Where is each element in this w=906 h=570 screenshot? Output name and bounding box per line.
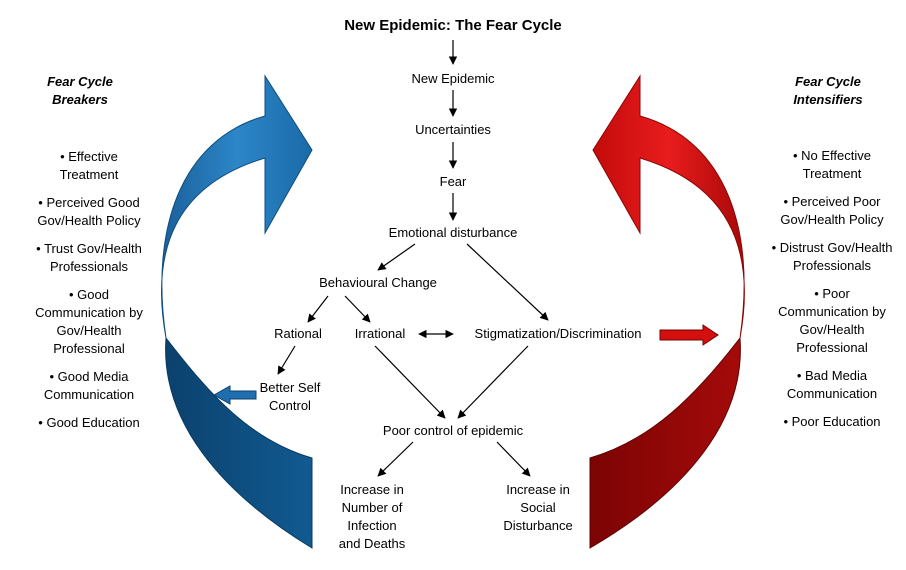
intensifiers-title-line1: Fear Cycle bbox=[795, 74, 861, 89]
intensifiers-title-line2: Intensifiers bbox=[793, 92, 863, 107]
arrow-stigma-to-poor-control bbox=[457, 345, 529, 419]
breakers-title: Fear Cycle Breakers bbox=[20, 73, 140, 109]
node-fear: Fear bbox=[439, 174, 467, 189]
intensifiers-title: Fear Cycle Intensifiers bbox=[768, 73, 888, 109]
node-stigmatization: Stigmatization/Discrimination bbox=[474, 326, 642, 341]
arrow-poor-control-to-infection bbox=[377, 441, 414, 477]
breaker-item: • Effective Treatment bbox=[59, 149, 119, 182]
breaker-item: • Good Communication by Gov/Health Profe… bbox=[35, 287, 143, 356]
intensifier-item: • Poor Communication by Gov/Health Profe… bbox=[778, 286, 886, 355]
node-better-self-control: Better Self Control bbox=[250, 379, 330, 415]
red-arrow-lower bbox=[589, 336, 741, 549]
stigma-red-arrow bbox=[659, 324, 719, 346]
arrow-behavioural-to-rational bbox=[307, 295, 329, 323]
better-self-control-line1: Better Self bbox=[259, 380, 321, 395]
arrow-poor-control-to-social bbox=[496, 441, 531, 477]
node-poor-control: Poor control of epidemic bbox=[382, 423, 524, 438]
breaker-item: • Good Education bbox=[38, 415, 140, 430]
arrow-emotional-to-stigma bbox=[466, 243, 549, 321]
intensifiers-list: • No Effective Treatment • Perceived Poo… bbox=[770, 147, 894, 441]
node-emotional-disturbance: Emotional disturbance bbox=[388, 225, 518, 240]
node-new-epidemic: New Epidemic bbox=[411, 71, 495, 86]
arrow-behavioural-to-irrational bbox=[344, 295, 371, 323]
increase-infection-line: Infection bbox=[347, 518, 397, 533]
arrow-irrational-to-poor-control bbox=[374, 345, 446, 419]
intensifier-item: • Perceived Poor Gov/Health Policy bbox=[780, 194, 884, 227]
intensifier-item: • Poor Education bbox=[783, 414, 881, 429]
intensifier-item: • No Effective Treatment bbox=[792, 148, 871, 181]
breaker-item: • Good Media Communication bbox=[43, 369, 135, 402]
blue-arrow-lower bbox=[165, 336, 313, 549]
blue-arrow-upper bbox=[160, 74, 313, 339]
breakers-title-line2: Breakers bbox=[52, 92, 108, 107]
red-cycle-arrow bbox=[589, 74, 745, 549]
intensifier-item: • Distrust Gov/Health Professionals bbox=[771, 240, 893, 273]
increase-infection-line: Increase in bbox=[340, 482, 404, 497]
node-uncertainties: Uncertainties bbox=[415, 122, 491, 137]
breaker-item: • Trust Gov/Health Professionals bbox=[36, 241, 142, 274]
diagram-title: New Epidemic: The Fear Cycle bbox=[344, 17, 562, 34]
better-self-control-line2: Control bbox=[269, 398, 311, 413]
red-arrow-upper bbox=[592, 74, 745, 339]
flow-connectors bbox=[277, 40, 549, 477]
blue-cycle-arrow bbox=[160, 74, 313, 549]
node-irrational: Irrational bbox=[354, 326, 406, 341]
intensifier-item: • Bad Media Communication bbox=[786, 368, 878, 401]
breaker-item: • Perceived Good Gov/Health Policy bbox=[37, 195, 141, 228]
node-rational: Rational bbox=[274, 326, 322, 341]
increase-infection-line: and Deaths bbox=[338, 536, 406, 551]
breakers-list: • Effective Treatment • Perceived Good G… bbox=[30, 148, 148, 442]
node-increase-infection: Increase in Number of Infection and Deat… bbox=[322, 481, 422, 553]
arrow-rational-to-better-control bbox=[277, 345, 296, 375]
increase-infection-line: Number of bbox=[341, 500, 403, 515]
breakers-title-line1: Fear Cycle bbox=[47, 74, 113, 89]
increase-social-line: Social bbox=[520, 500, 556, 515]
node-behavioural-change: Behavioural Change bbox=[319, 275, 437, 290]
increase-social-line: Disturbance bbox=[503, 518, 573, 533]
node-increase-social: Increase in Social Disturbance bbox=[488, 481, 588, 535]
arrow-emotional-to-behavioural bbox=[377, 243, 416, 271]
increase-social-line: Increase in bbox=[506, 482, 570, 497]
better-control-blue-arrow bbox=[212, 385, 257, 405]
